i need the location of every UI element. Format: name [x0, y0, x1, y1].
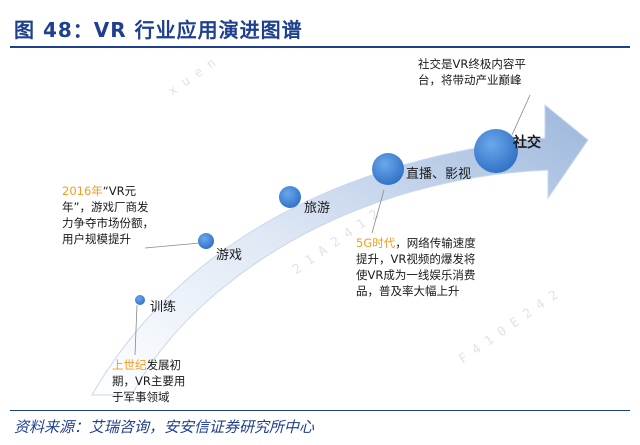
- title-divider: [10, 46, 630, 48]
- note-early-line2: 期，VR主要用: [112, 374, 186, 388]
- note-2016-highlight: 2016年: [62, 184, 103, 198]
- note-2016-line3: 力争夺市场份额，: [62, 216, 154, 230]
- stage-label-games: 游戏: [216, 248, 243, 263]
- stage-node-games: [198, 233, 214, 249]
- stage-label-social: 社交: [513, 135, 541, 151]
- figure-title: 图 48：VR 行业应用演进图谱: [14, 18, 303, 42]
- stage-label-live-video: 直播、影视: [406, 167, 472, 182]
- note-2016-line4: 用户规模提升: [62, 232, 131, 246]
- growth-arrow: [91, 103, 589, 396]
- stage-node-live-video: [372, 153, 404, 185]
- note-2016: 2016年“VR元 年”，游戏厂商发 力争夺市场份额， 用户规模提升: [62, 183, 154, 247]
- note-5g-line1: ，网络传输速度: [395, 236, 476, 250]
- connector-5g: [371, 189, 385, 234]
- note-social-line1: 社交是VR终极内容平: [418, 57, 526, 71]
- note-5g-line3: 使VR成为一线娱乐消费: [356, 268, 476, 282]
- note-early-line1: 发展初: [146, 358, 182, 372]
- source-note: 资料来源：艾瑞咨询，安安信证券研究所中心: [14, 418, 315, 436]
- note-5g-highlight: 5G时代: [356, 236, 396, 250]
- connector-social: [511, 94, 531, 136]
- note-5g-line2: 提升，VR视频的爆发将: [356, 252, 476, 266]
- stage-node-social: [474, 129, 518, 173]
- note-social: 社交是VR终极内容平 台，将带动产业巅峰: [418, 56, 526, 88]
- note-2016-line1: “VR元: [102, 184, 137, 198]
- stage-node-travel: [279, 186, 301, 208]
- stage-label-training: 训练: [150, 300, 177, 315]
- note-5g: 5G时代，网络传输速度 提升，VR视频的爆发将 使VR成为一线娱乐消费 品，普及…: [356, 235, 476, 299]
- connector-early: [134, 304, 138, 356]
- note-early-line3: 于军事领域: [112, 390, 170, 404]
- connector-2016: [144, 242, 201, 249]
- note-5g-line4: 品，普及率大幅上升: [356, 284, 460, 298]
- note-social-line2: 台，将带动产业巅峰: [418, 73, 522, 87]
- note-early: 上世纪发展初 期，VR主要用 于军事领域: [112, 357, 185, 405]
- bottom-divider: [10, 410, 630, 411]
- note-early-highlight: 上世纪: [112, 358, 147, 372]
- note-2016-line2: 年”，游戏厂商发: [62, 200, 149, 214]
- stage-label-travel: 旅游: [304, 201, 331, 216]
- stage-node-training: [135, 295, 145, 305]
